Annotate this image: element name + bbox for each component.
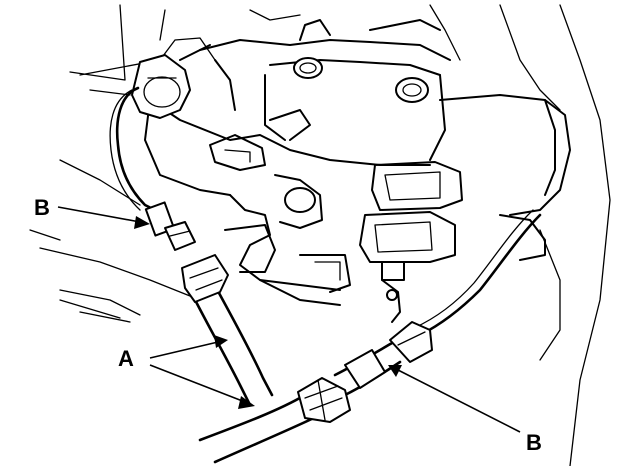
callout-b-right-label: B: [526, 430, 542, 455]
left-hose-joint: [144, 201, 229, 303]
callout-b-left: B: [34, 195, 150, 229]
callout-b-left-leader: [57, 206, 141, 223]
engine-body-outline: [29, 4, 611, 466]
callout-a-leader-lower: [149, 364, 246, 403]
callout-a-arrowhead-lower: [238, 396, 255, 409]
callout-b-right: B: [388, 365, 542, 455]
callout-a-label: A: [118, 346, 134, 371]
callout-b-left-arrowhead: [134, 216, 150, 229]
brake-lines: [109, 86, 542, 337]
callout-a-leader-upper: [149, 341, 219, 359]
callout-a-arrowhead-upper: [214, 335, 228, 348]
lower-hose-joint: [297, 279, 433, 423]
callout-b-right-arrowhead: [388, 365, 402, 377]
callout-a: A: [118, 335, 255, 409]
callout-b-left-label: B: [34, 195, 50, 220]
callout-b-right-leader: [397, 369, 521, 433]
modulator-block: [131, 19, 571, 306]
